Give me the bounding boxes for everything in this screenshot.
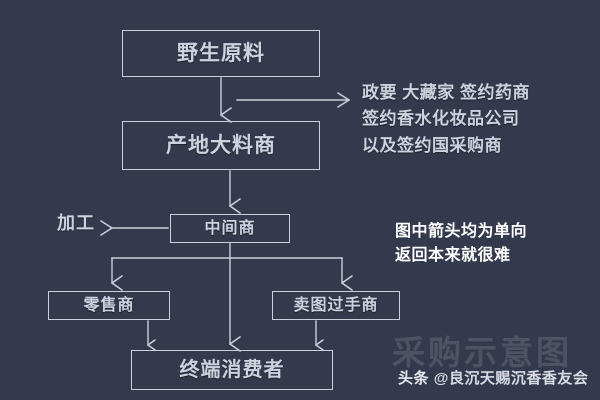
buyers-note: 政要 大藏家 签约药商 签约香水化妆品公司 以及签约国采购商 xyxy=(362,80,594,159)
node-middleman-label: 中间商 xyxy=(204,219,256,237)
arrow-direction-note-line-1: 图中箭头均为单向 xyxy=(395,223,528,240)
watermark-title: 采购示意图 xyxy=(392,334,572,371)
arrow-direction-note-line-2: 返回本来就很难 xyxy=(395,247,511,264)
node-photo-flipper[interactable]: 卖图过手商 xyxy=(272,291,400,320)
node-end-consumer-label: 终端消费者 xyxy=(179,359,285,381)
node-middleman[interactable]: 中间商 xyxy=(170,214,290,243)
watermark-credit: 头条 @良沉天赐沉香香友会 xyxy=(398,371,588,386)
node-retailer-label: 零售商 xyxy=(83,296,135,314)
node-photo-flipper-label: 卖图过手商 xyxy=(293,296,379,314)
node-origin-wholesaler[interactable]: 产地大料商 xyxy=(122,121,320,170)
label-processing: 加工 xyxy=(57,213,95,233)
arrow-direction-note: 图中箭头均为单向 返回本来就很难 xyxy=(395,220,595,268)
watermark-handle: @良沉天赐沉香香友会 xyxy=(433,370,589,387)
node-wild-material[interactable]: 野生原料 xyxy=(122,30,320,77)
watermark-platform: 头条 xyxy=(398,370,430,387)
node-end-consumer[interactable]: 终端消费者 xyxy=(131,350,333,390)
buyers-note-line-2: 签约香水化妆品公司 xyxy=(362,109,520,129)
node-wild-material-label: 野生原料 xyxy=(177,42,265,65)
node-retailer[interactable]: 零售商 xyxy=(48,291,170,320)
buyers-note-line-1: 政要 大藏家 签约药商 xyxy=(362,83,530,102)
node-origin-wholesaler-label: 产地大料商 xyxy=(166,134,276,157)
buyers-note-line-3: 以及签约国采购商 xyxy=(362,135,502,155)
